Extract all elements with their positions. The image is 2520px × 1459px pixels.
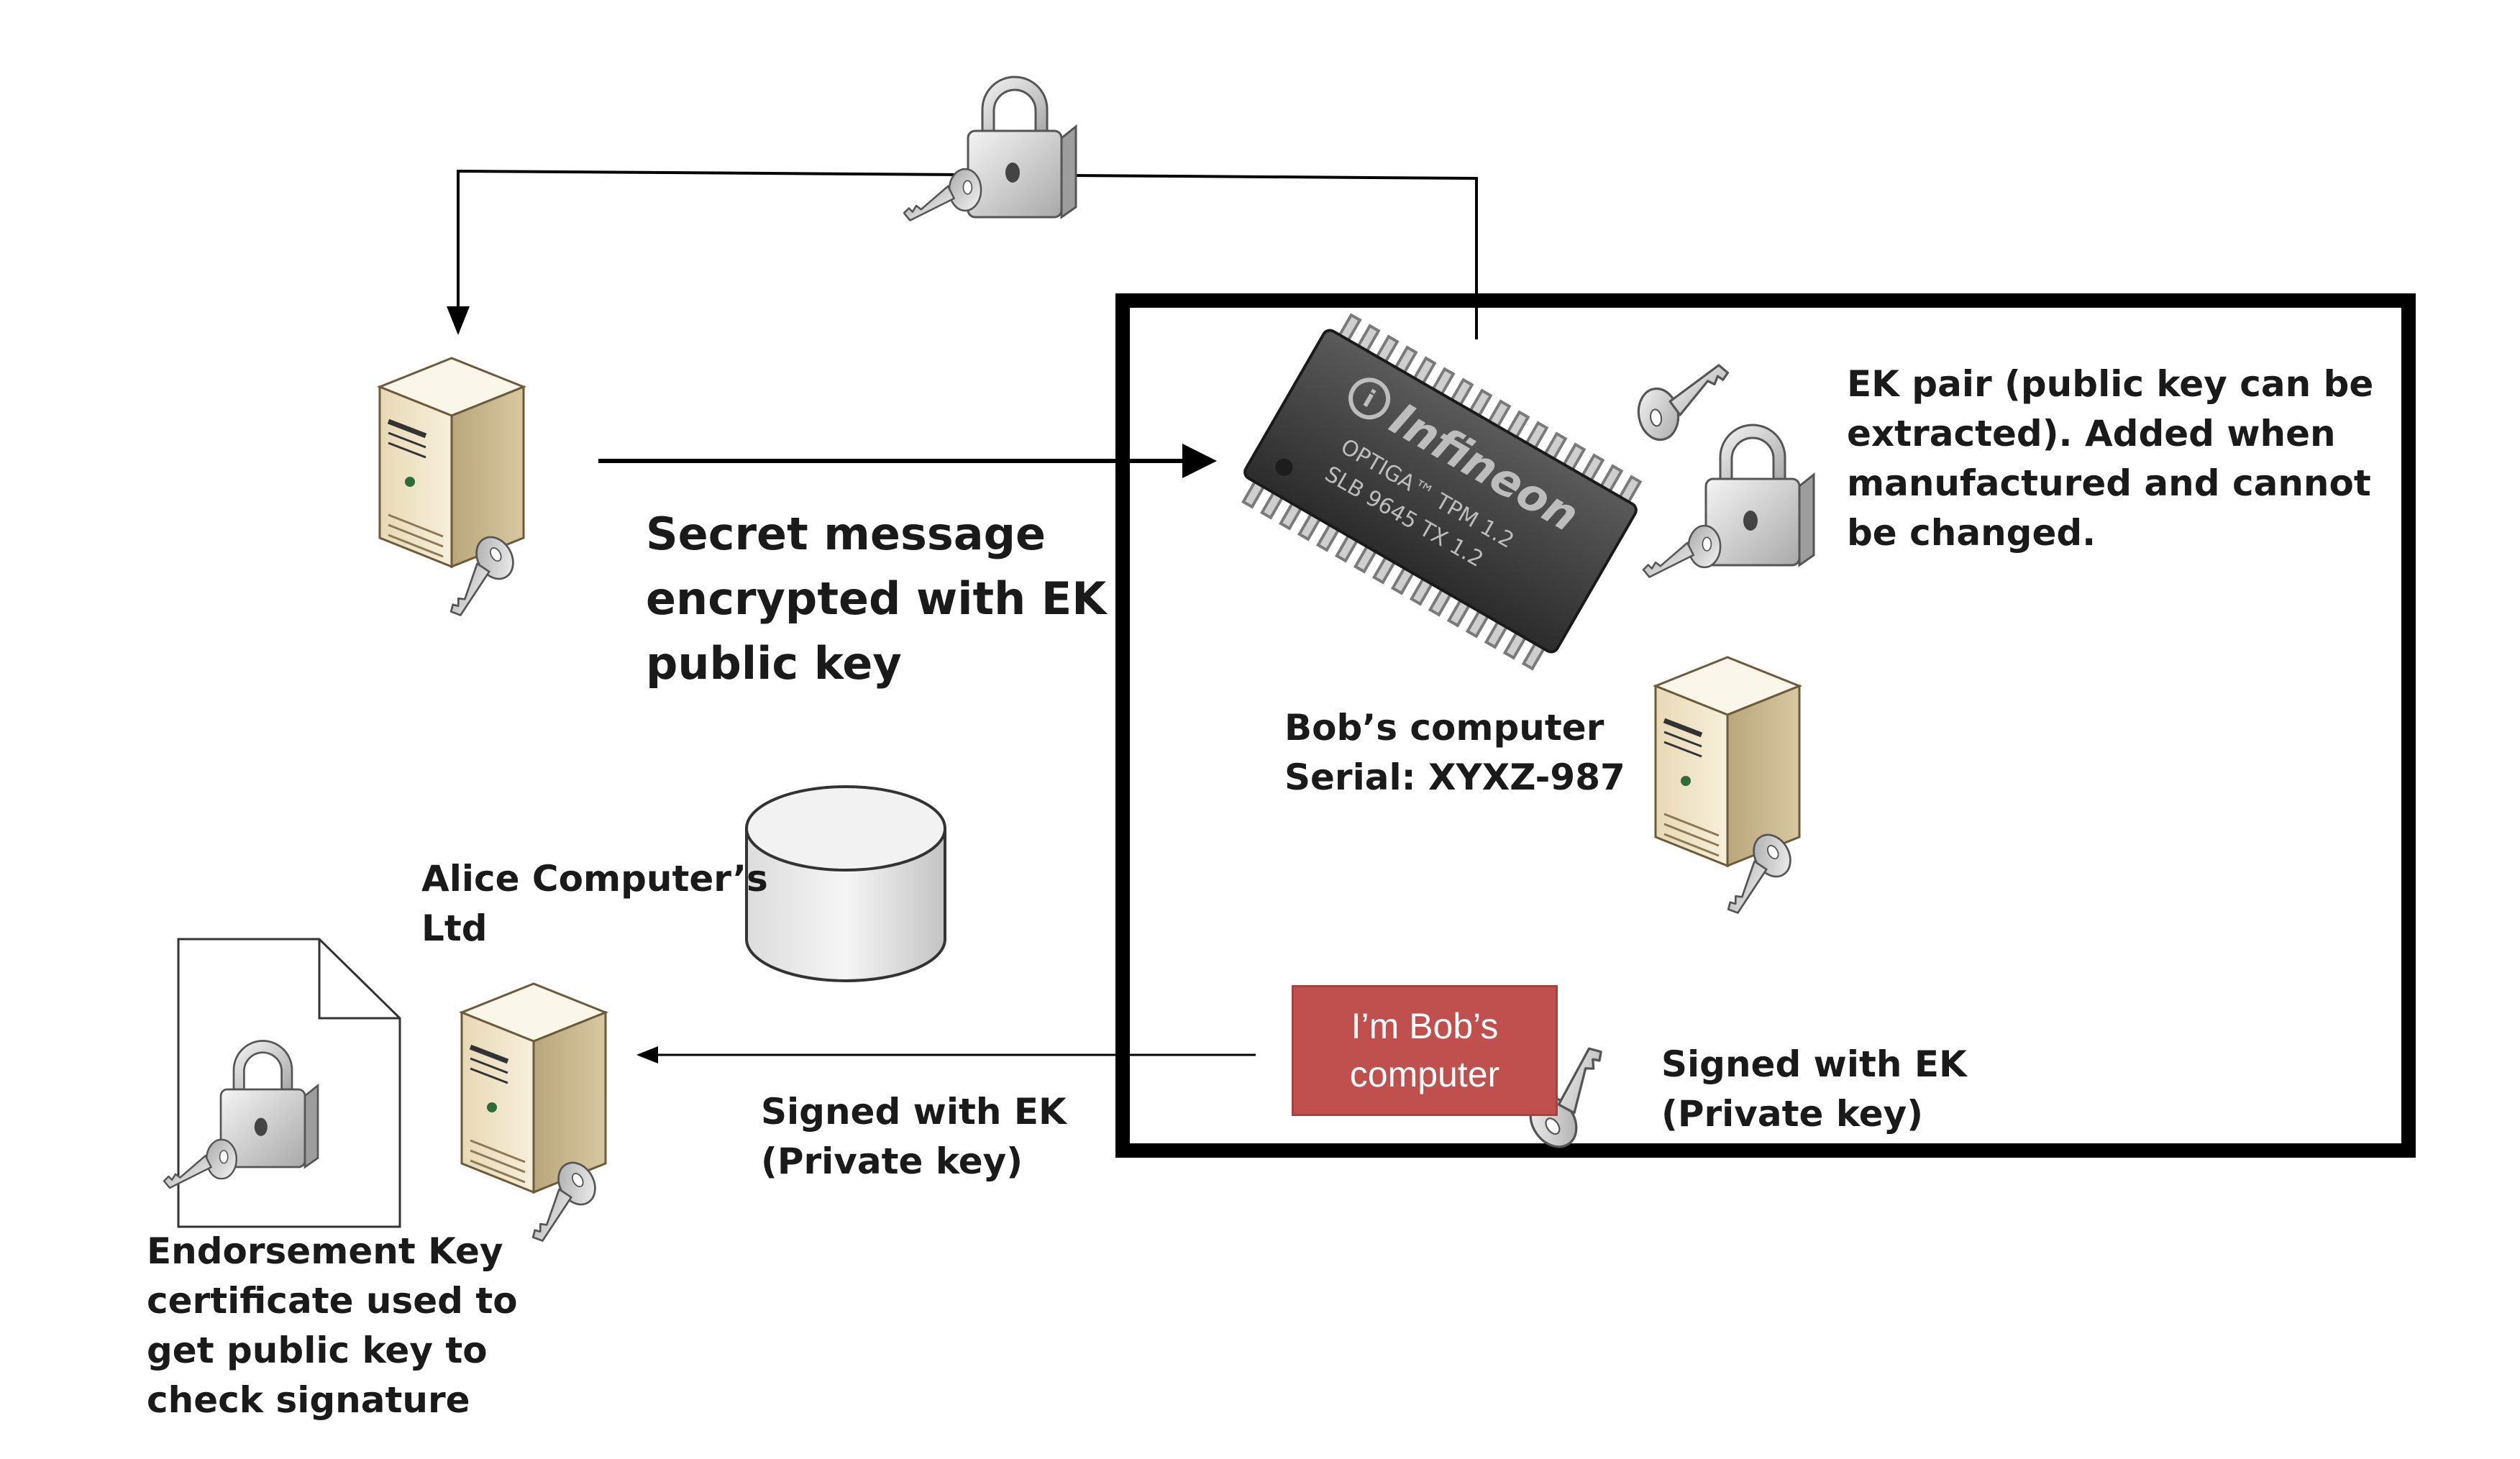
bobs-computer-label: Bob’s computer Serial: XYXZ-987 <box>1284 707 1625 798</box>
endorsement-label: Endorsement Key certificate used to get … <box>147 1230 518 1421</box>
alice-ltd-server-icon <box>462 984 609 1245</box>
database-icon <box>745 785 946 982</box>
message-line-2: computer <box>1349 1054 1500 1094</box>
ek-key-icon <box>1631 362 1739 444</box>
secret-message-label: Secret message encrypted with EK public … <box>646 508 1107 690</box>
message-box: I’m Bob’s computer <box>1292 985 1558 1116</box>
message-line-1: I’m Bob’s <box>1351 1005 1499 1046</box>
signed-bottom-label: Signed with EK (Private key) <box>761 1091 1067 1182</box>
ek-lock-icon <box>1642 424 1815 578</box>
top-lock-icon <box>903 76 1077 221</box>
bobs-computer-boundary <box>1115 293 2416 1158</box>
signed-right-label: Signed with EK (Private key) <box>1661 1043 1967 1135</box>
ek-pair-label: EK pair (public key can be extracted). A… <box>1847 363 2374 554</box>
alice-company-label: Alice Computer’s Ltd <box>421 858 768 949</box>
alice-server-icon <box>380 358 527 620</box>
bob-server-icon <box>1656 657 1804 918</box>
tpm-chip-icon: i Infineon OPTIGA™ TPM 1.2 SLB 9645 TX 1… <box>1241 313 1643 671</box>
